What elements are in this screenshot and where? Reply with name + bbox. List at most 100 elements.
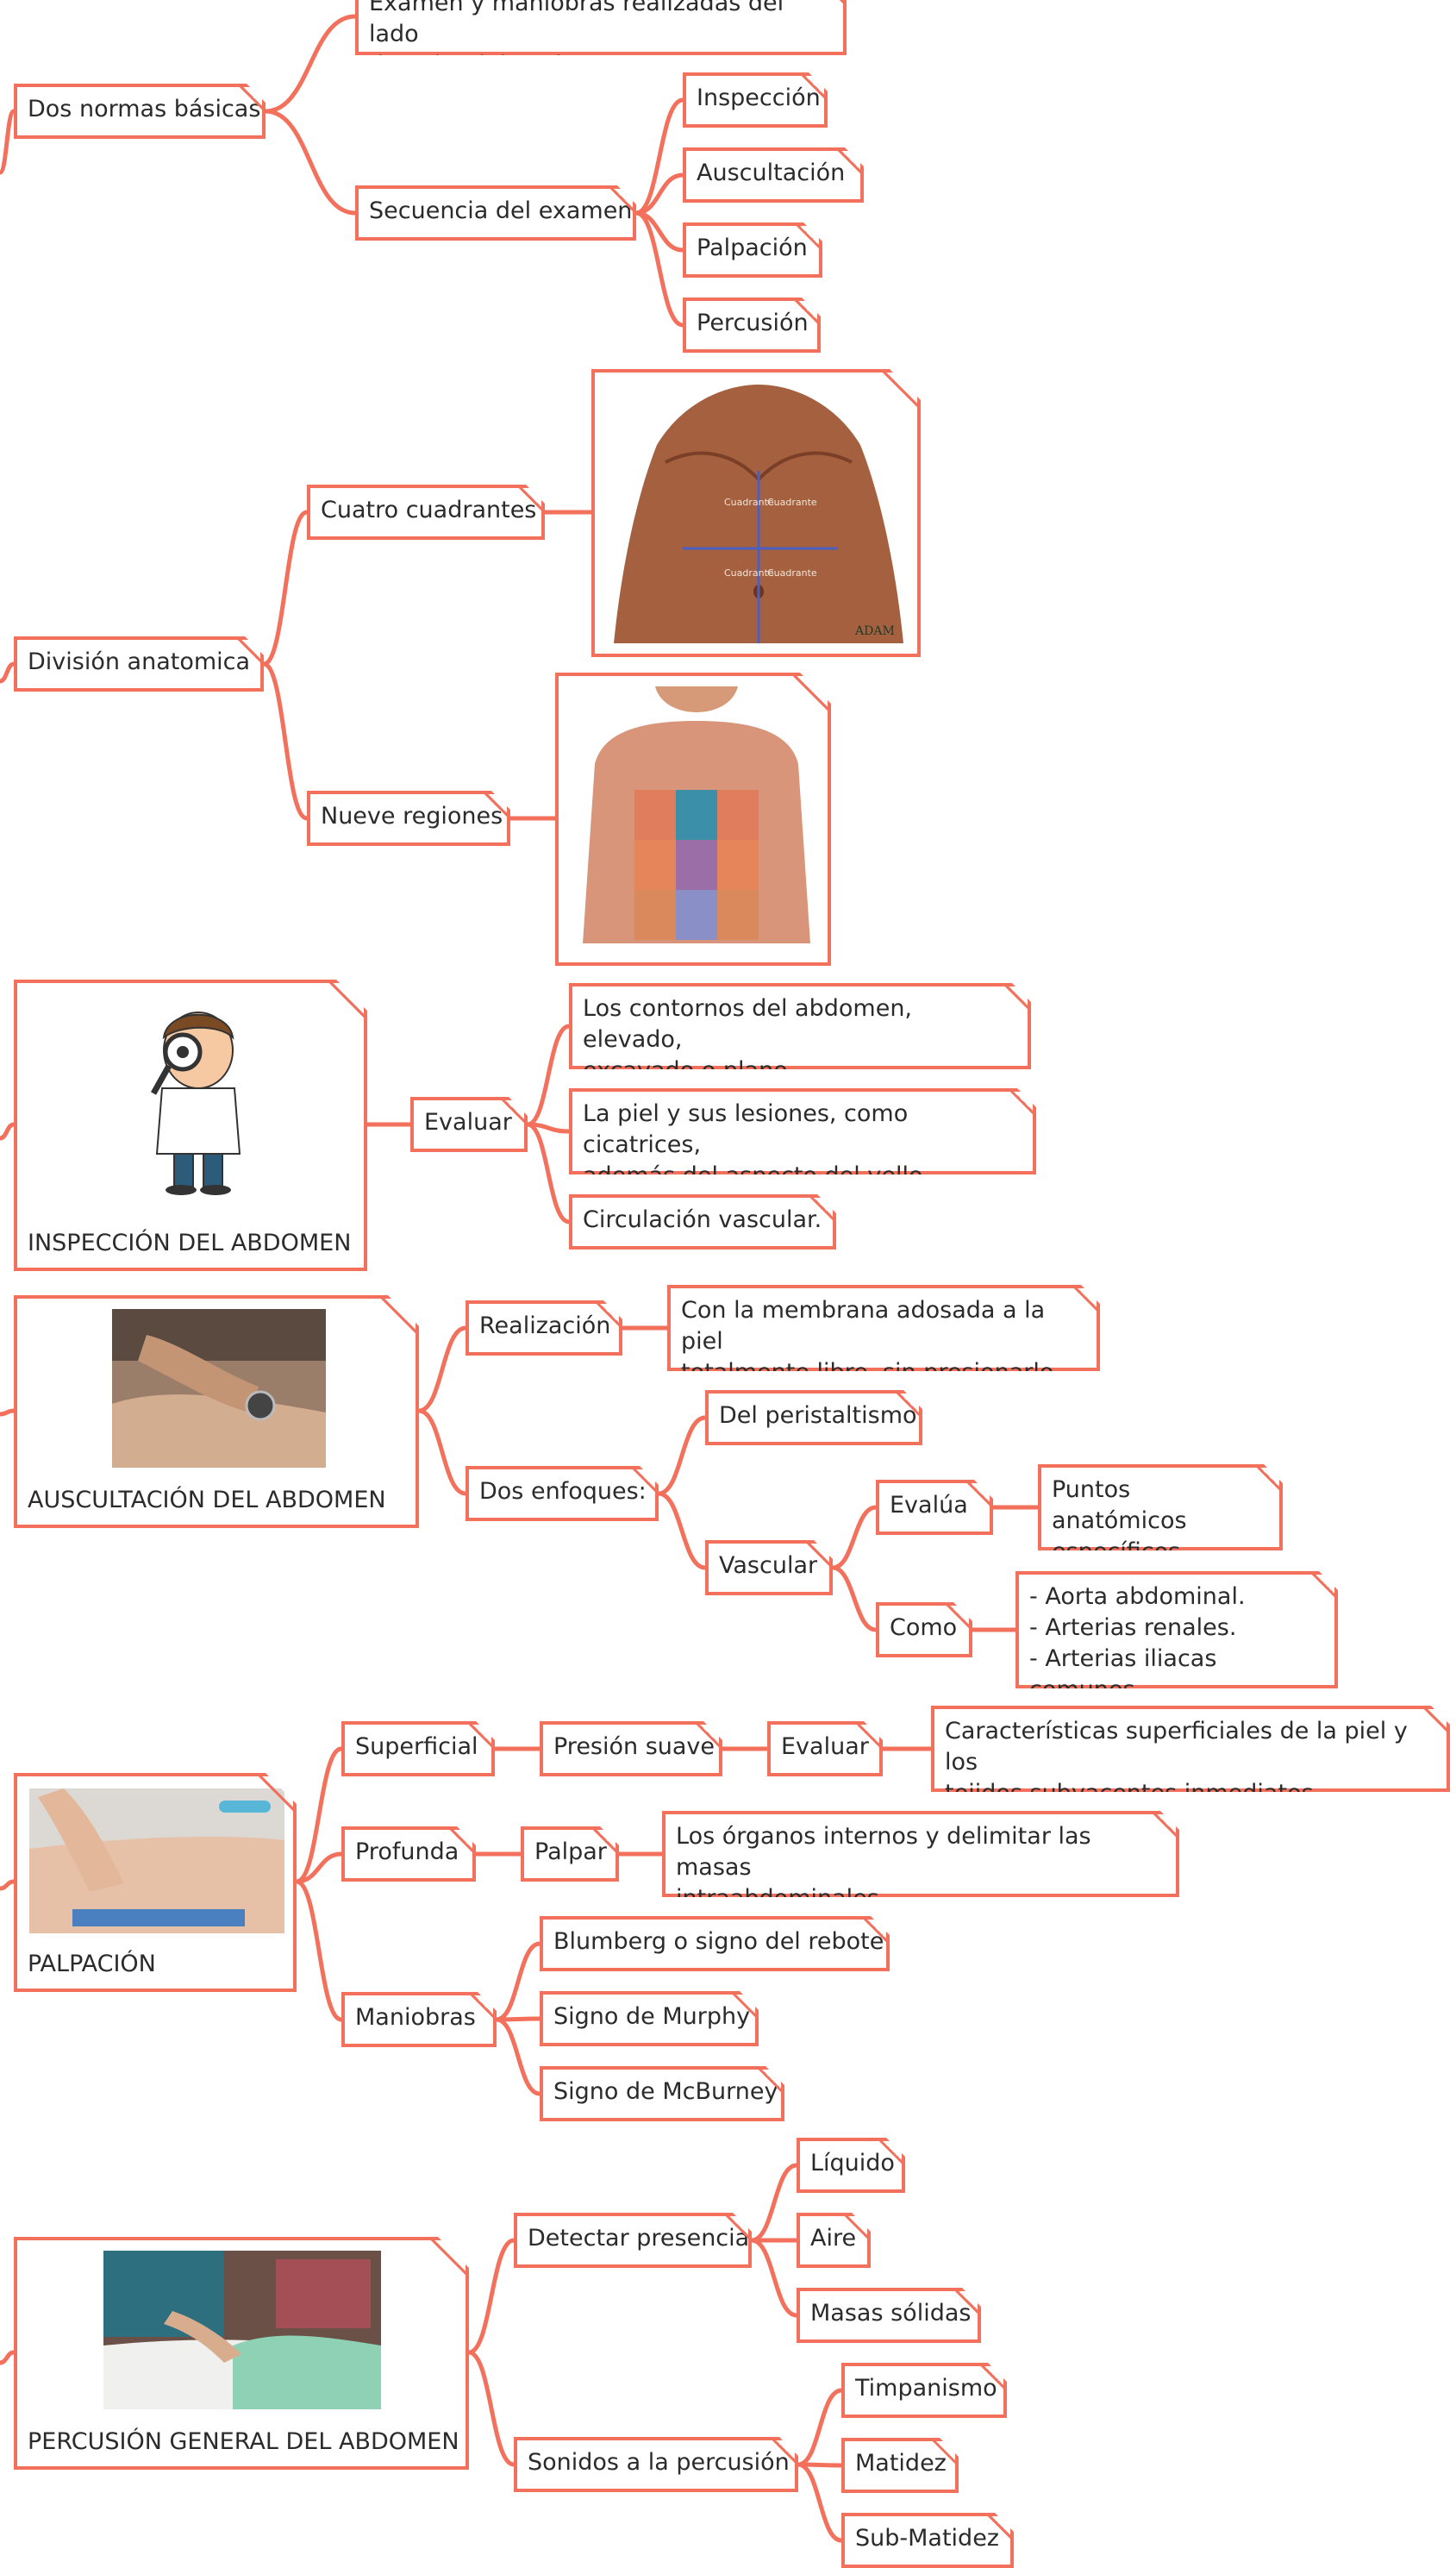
section-title-inspeccion: INSPECCIÓN DEL ABDOMEN <box>28 1230 352 1256</box>
node-text-line: excavado o plano. <box>583 1057 795 1084</box>
node-detectar-presencia[interactable]: Detectar presencia <box>514 2213 752 2268</box>
node-label: Del peristaltismo <box>719 1402 917 1429</box>
node-dos-enfoques[interactable]: Dos enfoques: <box>466 1466 659 1521</box>
node-evaluar-palpacion[interactable]: Evaluar <box>767 1721 883 1776</box>
connector-line <box>496 2016 541 2022</box>
node-peristaltismo[interactable]: Del peristaltismo <box>705 1390 922 1445</box>
connector-line <box>496 1941 541 2022</box>
node-evalua[interactable]: Evalúa <box>876 1480 993 1535</box>
node-matidez[interactable]: Matidez <box>841 2438 959 2493</box>
section-title-percusion: PERCUSIÓN GENERAL DEL ABDOMEN <box>28 2428 459 2455</box>
connector-line <box>0 109 16 175</box>
node-piel[interactable]: La piel y sus lesiones, como cicatrices,… <box>569 1088 1036 1174</box>
connector-line <box>265 14 356 114</box>
node-label: Maniobras <box>355 2004 476 2031</box>
node-palpacion-step[interactable]: Palpación <box>683 222 822 278</box>
node-text-line: Examen y maniobras realizadas del lado <box>369 0 784 47</box>
node-text-line: además del aspecto del vello. <box>583 1162 930 1189</box>
node-label: Dos enfoques: <box>479 1478 647 1505</box>
connector-line <box>468 2238 515 2355</box>
node-cuatro-cuadrantes[interactable]: Cuatro cuadrantes <box>307 485 545 540</box>
node-sub-matidez[interactable]: Sub-Matidez <box>841 2513 1014 2568</box>
node-text-line: Características superficiales de la piel… <box>945 1718 1408 1776</box>
image-card-nueve-regiones[interactable] <box>555 673 831 966</box>
node-nueve-regiones[interactable]: Nueve regiones <box>307 791 510 846</box>
node-text-line: Con la membrana adosada a la piel <box>681 1297 1046 1355</box>
node-label: Sub-Matidez <box>855 2525 999 2552</box>
connector-line <box>263 661 308 821</box>
section-title-auscultacion: AUSCULTACIÓN DEL ABDOMEN <box>28 1487 386 1513</box>
connector-line <box>635 172 684 216</box>
image-card-inspeccion[interactable]: INSPECCIÓN DEL ABDOMEN <box>14 980 367 1271</box>
node-aire[interactable]: Aire <box>797 2213 871 2268</box>
node-evaluar-inspeccion[interactable]: Evaluar <box>410 1097 528 1152</box>
node-label: Cuatro cuadrantes <box>321 497 537 523</box>
node-text-line: Los órganos internos y delimitar las mas… <box>676 1823 1091 1881</box>
node-label: Matidez <box>855 2450 947 2477</box>
node-percusion-step[interactable]: Percusión <box>683 298 821 353</box>
connector-line <box>296 1851 342 1884</box>
node-murphy[interactable]: Signo de Murphy <box>540 1991 759 2046</box>
image-card-palpacion[interactable]: PALPACIÓN <box>14 1773 297 1992</box>
node-inspeccion-step[interactable]: Inspección <box>683 72 828 128</box>
node-label: Palpación <box>697 235 808 261</box>
node-superficial[interactable]: Superficial <box>341 1721 495 1776</box>
node-arterias[interactable]: - Aorta abdominal. - Arterias renales. -… <box>1015 1571 1338 1688</box>
connector-line <box>751 2163 797 2243</box>
node-profunda[interactable]: Profunda <box>341 1826 476 1882</box>
node-text-line: - Arterias renales. <box>1029 1614 1237 1641</box>
section-title-palpacion: PALPACIÓN <box>28 1951 156 1977</box>
node-label: Signo de Murphy <box>553 2003 751 2030</box>
node-label: Aire <box>810 2225 857 2252</box>
connector-line <box>0 1879 15 1891</box>
node-text-line: - Aorta abdominal. <box>1029 1583 1246 1610</box>
connector-line <box>418 1408 466 1496</box>
connector-line <box>0 2350 15 2365</box>
node-blumberg[interactable]: Blumberg o signo del rebote <box>540 1916 890 1971</box>
image-card-percusion[interactable]: PERCUSIÓN GENERAL DEL ABDOMEN <box>14 2237 469 2470</box>
connector-line <box>635 210 684 253</box>
node-label: Percusión <box>697 310 809 336</box>
connector-line <box>527 1024 570 1127</box>
node-puntos-anatomicos[interactable]: Puntos anatómicos específicos <box>1038 1464 1283 1550</box>
node-auscultacion-step[interactable]: Auscultación <box>683 147 864 203</box>
node-lado-derecho[interactable]: Examen y maniobras realizadas del lado d… <box>355 0 847 55</box>
node-palpar[interactable]: Palpar <box>521 1826 619 1882</box>
node-presion-suave[interactable]: Presión suave <box>540 1721 722 1776</box>
node-vascular[interactable]: Vascular <box>705 1540 833 1595</box>
node-label: Auscultación <box>697 160 846 186</box>
torso-quadrants-illustration: Cuadrante Cuadrante Cuadrante Cuadrante … <box>605 385 912 643</box>
node-label: Superficial <box>355 1733 478 1760</box>
node-division-anatomica[interactable]: División anatomica <box>14 636 264 692</box>
node-label: Evaluar <box>424 1109 512 1136</box>
image-card-cuadrantes[interactable]: Cuadrante Cuadrante Cuadrante Cuadrante … <box>591 369 921 657</box>
torso-regions-illustration <box>578 686 815 943</box>
node-label: Palpar <box>534 1838 607 1865</box>
stethoscope-photo <box>112 1309 326 1468</box>
node-dos-normas[interactable]: Dos normas básicas <box>14 84 266 139</box>
node-como[interactable]: Como <box>876 1602 972 1657</box>
node-mcburney[interactable]: Signo de McBurney <box>540 2066 784 2121</box>
node-circulacion[interactable]: Circulación vascular. <box>569 1194 836 1250</box>
connector-line <box>797 2388 842 2467</box>
node-label: Secuencia del examen <box>369 197 633 224</box>
node-membrana[interactable]: Con la membrana adosada a la piel totalm… <box>667 1285 1100 1371</box>
node-label: Inspección <box>697 85 821 111</box>
doctor-magnifier-illustration <box>138 999 259 1197</box>
node-label: Blumberg o signo del rebote <box>553 1928 884 1955</box>
node-caracteristicas[interactable]: Características superficiales de la piel… <box>931 1706 1450 1792</box>
connector-line <box>832 1505 877 1570</box>
connector-line <box>468 2350 515 2467</box>
node-organos[interactable]: Los órganos internos y delimitar las mas… <box>662 1811 1179 1897</box>
image-card-auscultacion[interactable]: AUSCULTACIÓN DEL ABDOMEN <box>14 1295 419 1528</box>
node-masas-solidas[interactable]: Masas sólidas <box>797 2288 981 2343</box>
node-realizacion[interactable]: Realización <box>466 1300 622 1356</box>
node-secuencia[interactable]: Secuencia del examen <box>355 185 636 241</box>
node-sonidos-percusion[interactable]: Sonidos a la percusión <box>514 2437 798 2492</box>
connector-line <box>797 2462 842 2543</box>
node-contornos[interactable]: Los contornos del abdomen, elevado, exca… <box>569 983 1031 1069</box>
node-timpanismo[interactable]: Timpanismo <box>841 2363 1007 2418</box>
node-label: Realización <box>479 1312 611 1339</box>
node-liquido[interactable]: Líquido <box>797 2138 905 2193</box>
node-maniobras[interactable]: Maniobras <box>341 1992 497 2047</box>
